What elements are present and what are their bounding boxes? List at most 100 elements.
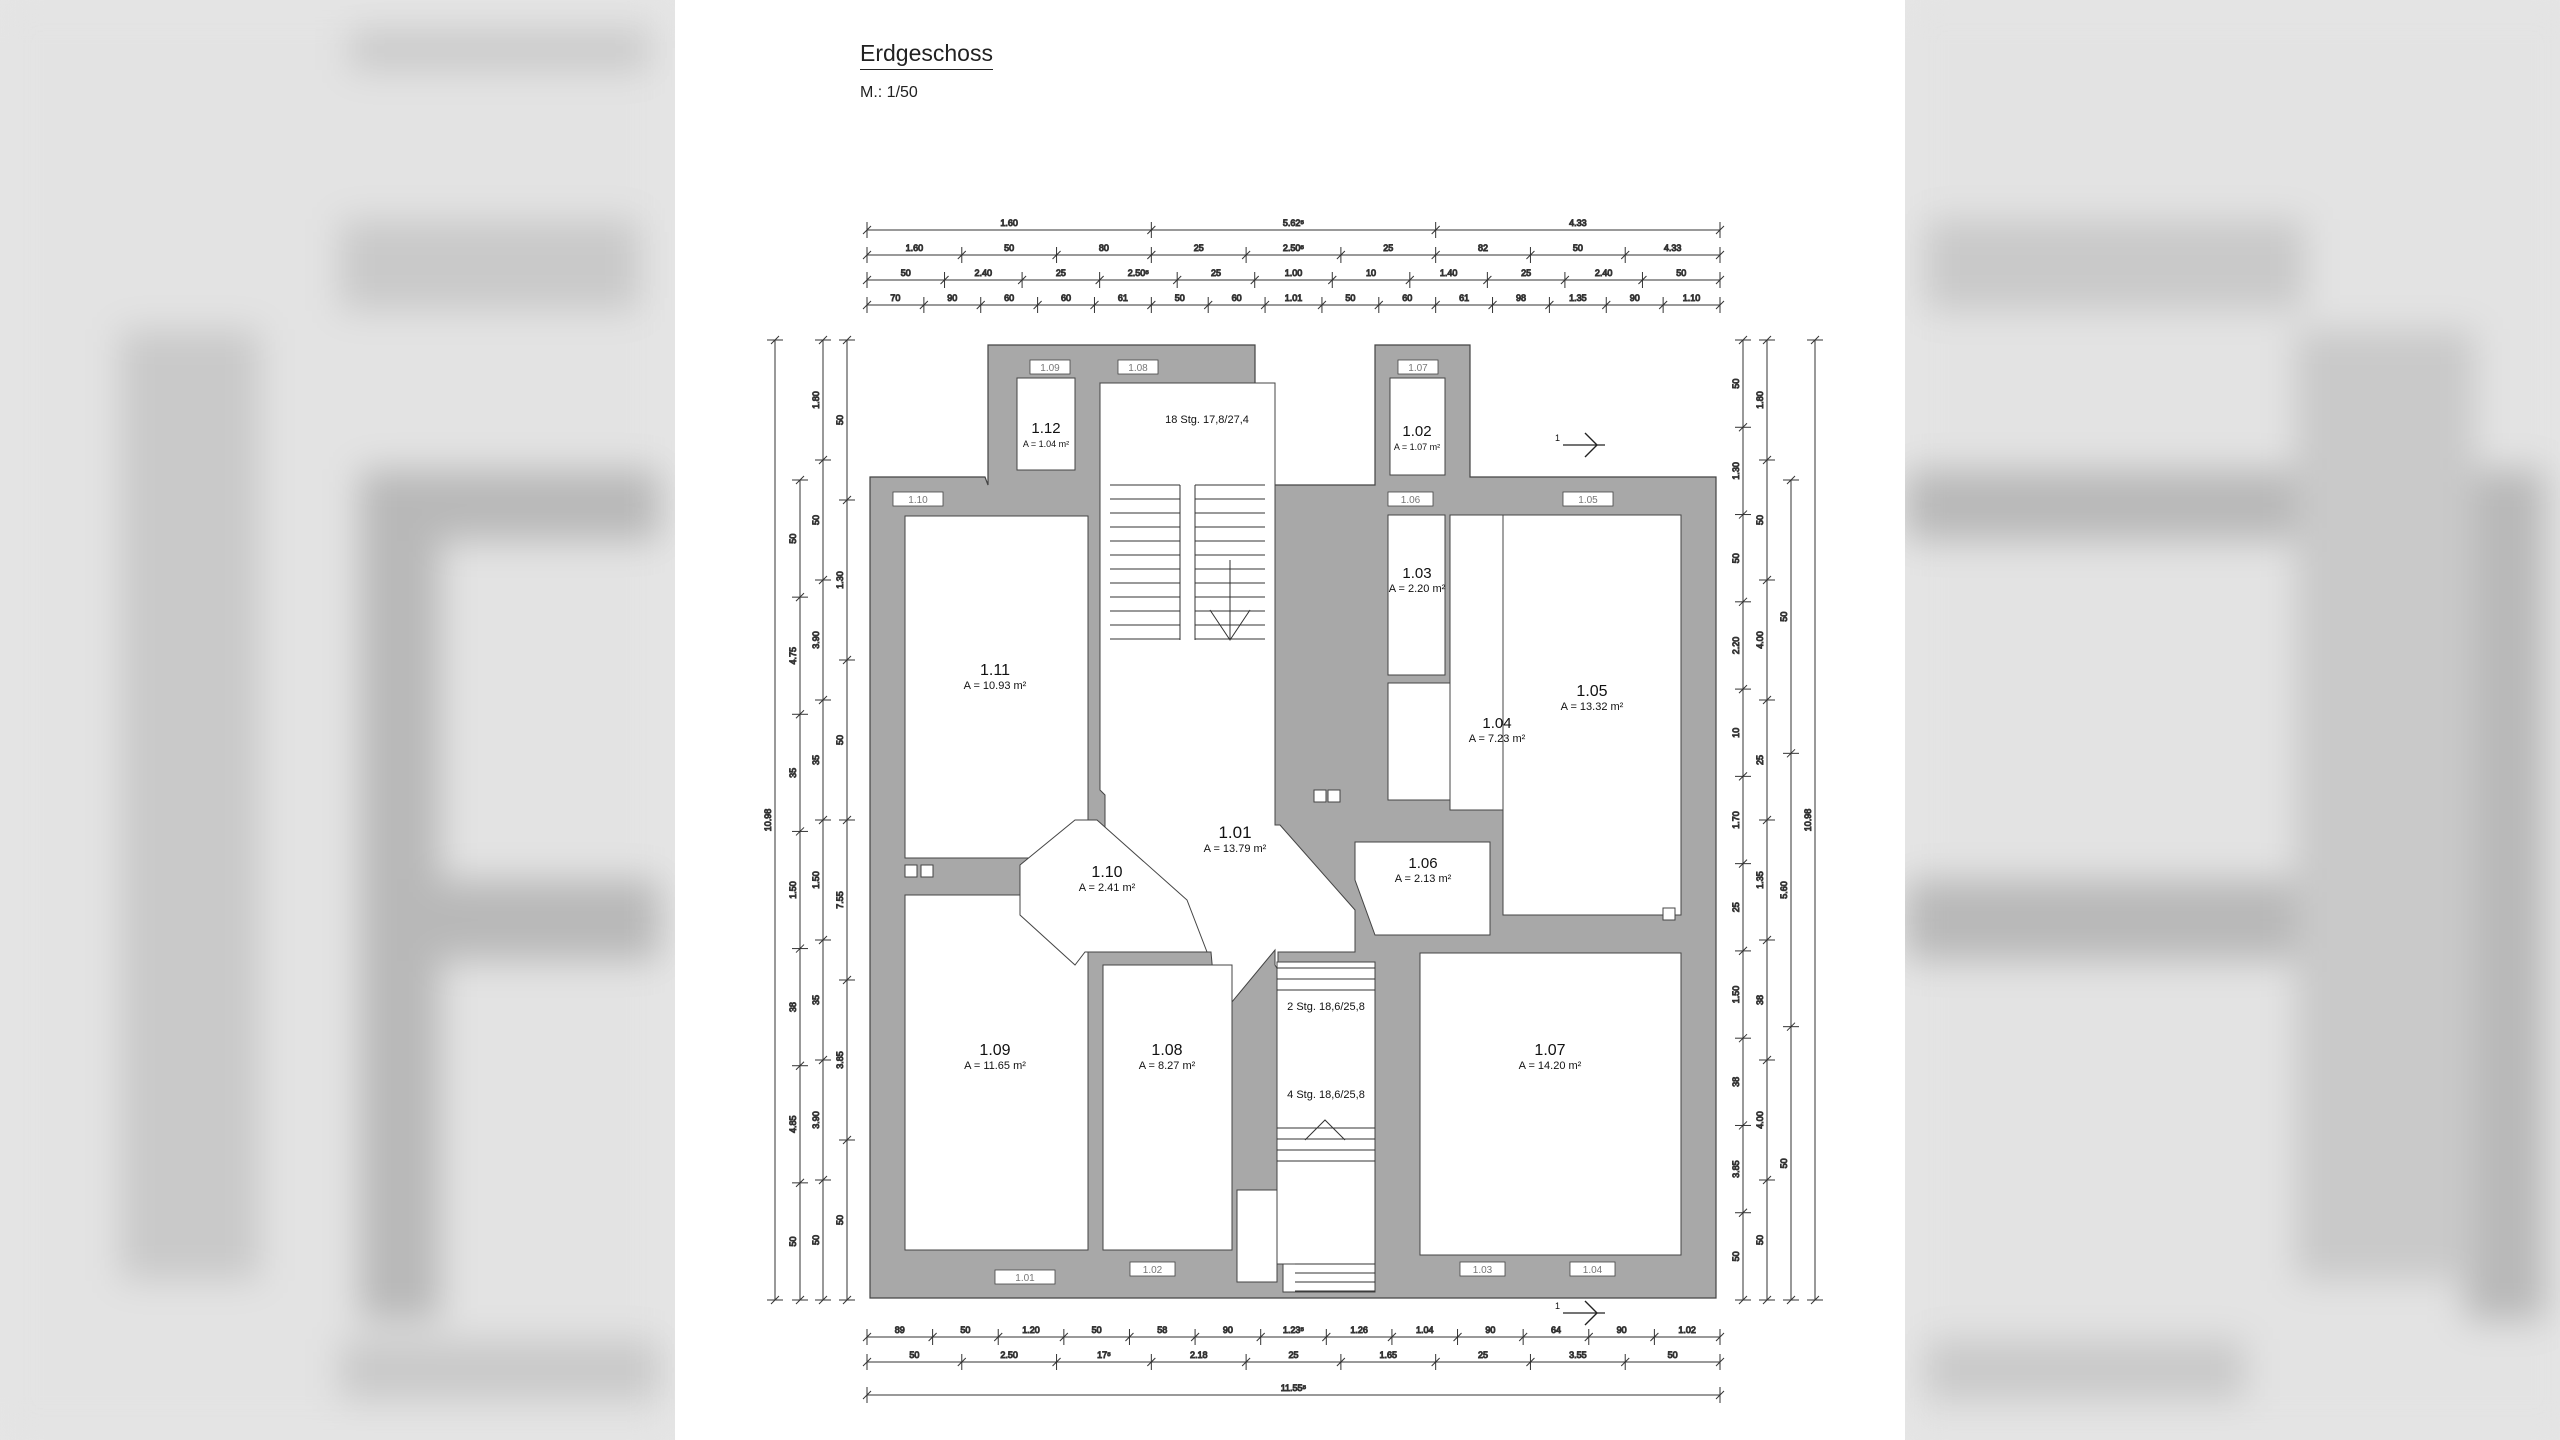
window-1.05 (1562, 491, 1614, 507)
room-area: A = 14.20 m² (1519, 1060, 1582, 1072)
dim-right-1-label: 2.20 (1731, 637, 1741, 655)
dim-top-4-label: 50 (1175, 293, 1185, 303)
dim-right-1-label: 1.30 (1731, 462, 1741, 480)
dim-top-2-label: 25 (1383, 243, 1393, 253)
window-label: 1.08 (1128, 363, 1148, 374)
dim-left-4-label: 50 (835, 415, 845, 425)
window-1.03 (1459, 1261, 1506, 1277)
room-area: A = 13.79 m² (1204, 843, 1267, 855)
dim-bottom-1-label: 90 (1485, 1325, 1495, 1335)
dim-right-1-label: 3.85 (1731, 1160, 1741, 1178)
room-1-07 (1419, 952, 1682, 1256)
dim-bottom-2-label: 50 (1668, 1350, 1678, 1360)
dim-bottom-3-label: 11.55⁵ (1281, 1383, 1307, 1393)
dim-bottom-1-label: 58 (1157, 1325, 1167, 1335)
room-area: A = 10.93 m² (964, 680, 1027, 692)
dim-right-1-label: 50 (1731, 1251, 1741, 1261)
dim-right-4-label: 10.98 (1803, 809, 1813, 832)
dim-top-3-label: 10 (1366, 268, 1376, 278)
dim-left-4-label: 50 (835, 735, 845, 745)
dim-top-4-label: 60 (1402, 293, 1412, 303)
dim-bottom-2-label: 3.55 (1569, 1350, 1587, 1360)
dim-bottom-1-label: 1.02 (1678, 1325, 1696, 1335)
room-1-12 (1016, 377, 1076, 471)
dim-right-2-label: 1.80 (1755, 391, 1765, 409)
sheet-title: Erdgeschoss (860, 40, 993, 70)
room-1-08 (1102, 964, 1233, 1251)
dim-right-2-label: 50 (1755, 515, 1765, 525)
dim-top-1-label: 5.62⁵ (1283, 218, 1305, 228)
dim-top-4-label: 60 (1004, 293, 1014, 303)
dim-right-2-label: 50 (1755, 1235, 1765, 1245)
chimney-1 (920, 864, 934, 878)
dim-top-2-label: 50 (1573, 243, 1583, 253)
dim-bottom-1-label: 89 (895, 1325, 905, 1335)
window-label: 1.05 (1578, 495, 1598, 506)
room-number: 1.06 (1408, 855, 1437, 872)
room-number: 1.09 (979, 1042, 1010, 1059)
room-area: A = 11.65 m² (964, 1060, 1026, 1072)
section-mark-label: 1 (1555, 433, 1560, 443)
dim-top-3-label: 25 (1521, 268, 1531, 278)
dim-right-2-label: 25 (1755, 755, 1765, 765)
room-1-02 (1389, 377, 1446, 476)
room-area: A = 8.27 m² (1139, 1060, 1196, 1072)
dim-left-2-label: 4.75 (788, 647, 798, 665)
dim-top-4-label: 60 (1232, 293, 1242, 303)
dim-right-2-label: 38 (1755, 995, 1765, 1005)
room-number: 1.05 (1576, 683, 1607, 700)
dim-left-2-label: 38 (788, 1002, 798, 1012)
dim-left-2-label: 4.85 (788, 1116, 798, 1134)
window-label: 1.09 (1040, 363, 1060, 374)
dim-top-2-label: 82 (1478, 243, 1488, 253)
window-1.07 (1397, 359, 1439, 375)
dim-bottom-2-label: 1.65 (1380, 1350, 1398, 1360)
chimney-0 (904, 864, 918, 878)
window-1.10 (892, 491, 944, 507)
dim-top-4-label: 61 (1459, 293, 1469, 303)
window-label: 1.03 (1473, 1265, 1493, 1276)
dim-right-2-label: 4.00 (1755, 1111, 1765, 1129)
dim-top-4-label: 1.10 (1683, 293, 1701, 303)
window-1.04 (1569, 1261, 1616, 1277)
chimney-3 (1327, 789, 1341, 803)
dim-left-1-label: 10.98 (763, 809, 773, 832)
room-1-03 (1387, 514, 1446, 676)
dim-top-2-label: 50 (1004, 243, 1014, 253)
dim-bottom-2-label: 25 (1478, 1350, 1488, 1360)
dim-top-3-label: 25 (1056, 268, 1066, 278)
dim-right-2-label: 1.35 (1755, 871, 1765, 889)
dim-bottom-1-label: 1.20 (1022, 1325, 1040, 1335)
room-number: 1.04 (1482, 715, 1511, 732)
dim-left-2-label: 1.50 (788, 881, 798, 899)
room-area: A = 2.20 m² (1389, 583, 1446, 595)
dim-top-3-label: 2.40 (975, 268, 993, 278)
dim-right-1-label: 50 (1731, 553, 1741, 563)
stair-label: 2 Stg. 18,6/25,8 (1287, 1001, 1365, 1013)
window-label: 1.10 (908, 495, 928, 506)
dim-top-2-label: 4.33 (1664, 243, 1682, 253)
dim-bottom-1-label: 90 (1617, 1325, 1627, 1335)
blurred-background-right (1905, 0, 2560, 1440)
dim-right-2-label: 4.00 (1755, 631, 1765, 649)
dim-bottom-1-label: 1.26 (1350, 1325, 1368, 1335)
dim-top-4-label: 1.01 (1285, 293, 1303, 303)
room-1-06 (1354, 841, 1491, 936)
window-label: 1.06 (1401, 495, 1421, 506)
dim-bottom-2-label: 2.50 (1000, 1350, 1018, 1360)
dim-right-1-label: 50 (1731, 379, 1741, 389)
dim-right-3-label: 50 (1779, 612, 1789, 622)
dim-top-3-label: 1.00 (1285, 268, 1303, 278)
entry-steps (1282, 1263, 1376, 1293)
dim-left-2-label: 50 (788, 534, 798, 544)
section-arrow (1584, 432, 1598, 458)
dim-bottom-1-label: 90 (1223, 1325, 1233, 1335)
dim-bottom-1-label: 64 (1551, 1325, 1561, 1335)
room-area: A = 13.32 m² (1561, 701, 1624, 713)
dim-bottom-2-label: 2.18 (1190, 1350, 1208, 1360)
window-label: 1.04 (1583, 1265, 1603, 1276)
dim-left-4-label: 50 (835, 1215, 845, 1225)
dim-top-2-label: 1.60 (906, 243, 924, 253)
